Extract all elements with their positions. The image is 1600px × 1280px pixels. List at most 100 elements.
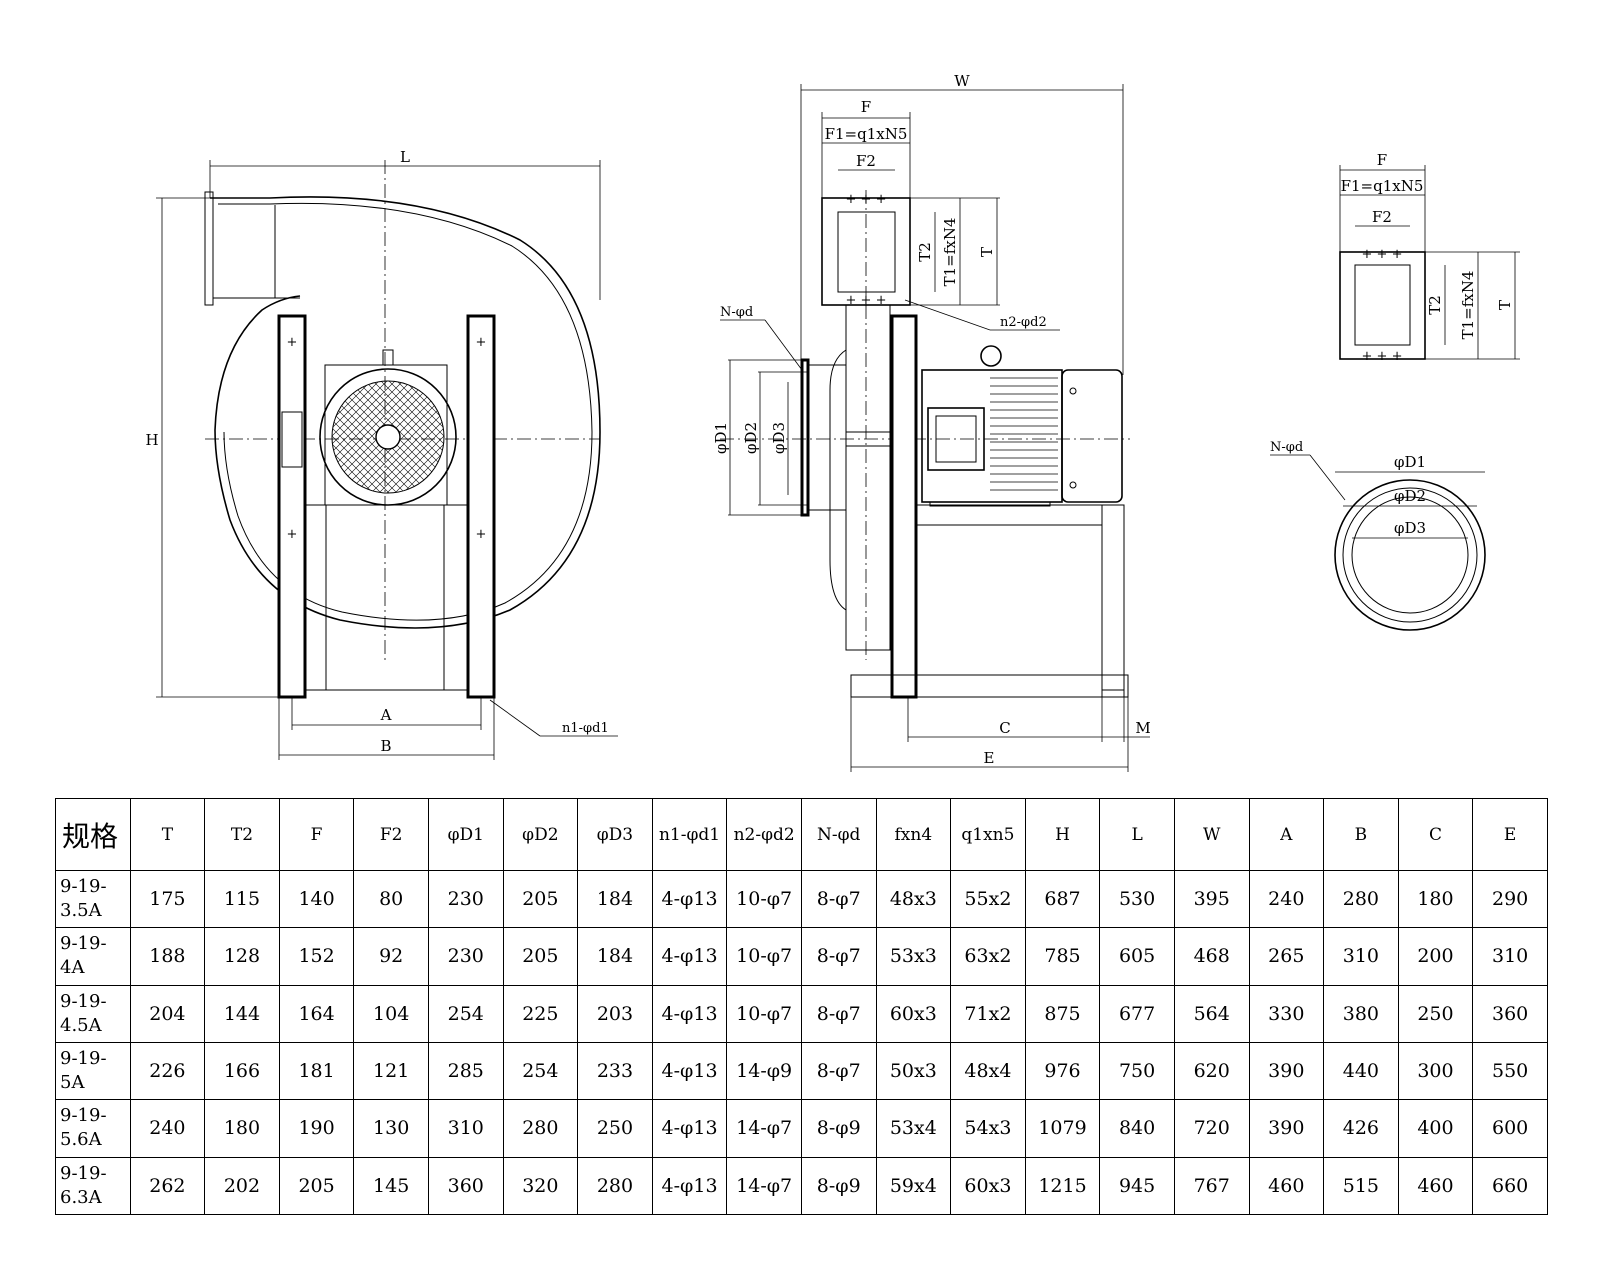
model-line-2: 5A bbox=[60, 1072, 85, 1094]
table-cell: 605 bbox=[1099, 927, 1175, 986]
table-cell: 310 bbox=[1472, 927, 1548, 986]
table-cell: 226 bbox=[129, 1041, 206, 1101]
model-cell: 9-19-6.3A bbox=[55, 1156, 131, 1216]
model-line-1: 9-19- bbox=[60, 1048, 107, 1070]
model-line-2: 4A bbox=[60, 957, 85, 979]
table-header-cell: N-φd bbox=[800, 798, 877, 871]
table-cell: 262 bbox=[129, 1156, 206, 1216]
model-line-1: 9-19- bbox=[60, 933, 107, 955]
table-cell: 10-φ7 bbox=[726, 869, 802, 929]
table-cell: 188 bbox=[129, 927, 206, 986]
table-cell: 687 bbox=[1024, 869, 1101, 929]
svg-text:+ + +: + + + bbox=[1362, 247, 1403, 262]
table-cell: 1215 bbox=[1024, 1156, 1101, 1216]
table-cell: 875 bbox=[1024, 984, 1101, 1043]
table-cell: 4-φ13 bbox=[651, 1041, 728, 1101]
detail-D1-label: φD1 bbox=[1394, 453, 1426, 471]
table-header-cell: φD2 bbox=[502, 798, 579, 871]
table-header-cell: φD1 bbox=[427, 798, 504, 871]
svg-text:+: + bbox=[287, 335, 298, 350]
table-cell: 840 bbox=[1099, 1099, 1175, 1158]
model-line-1: 9-19- bbox=[60, 990, 107, 1012]
table-cell: 53x3 bbox=[875, 927, 952, 986]
svg-text:+ + +: + + + bbox=[1362, 349, 1403, 364]
table-cell: 92 bbox=[353, 927, 429, 986]
table-cell: 426 bbox=[1323, 1099, 1399, 1158]
table-cell: 184 bbox=[577, 869, 653, 929]
table-cell: 250 bbox=[1397, 984, 1474, 1043]
table-cell: 400 bbox=[1397, 1099, 1474, 1158]
table-cell: 4-φ13 bbox=[651, 984, 728, 1043]
model-line-1: 9-19- bbox=[60, 1105, 107, 1127]
table-header-cell: F2 bbox=[353, 798, 429, 871]
table-cell: 620 bbox=[1173, 1041, 1250, 1101]
table-cell: 767 bbox=[1173, 1156, 1250, 1216]
table-cell: 330 bbox=[1248, 984, 1325, 1043]
table-cell: 750 bbox=[1099, 1041, 1175, 1101]
table-cell: 320 bbox=[502, 1156, 579, 1216]
table-cell: 310 bbox=[1323, 927, 1399, 986]
dim-F1-label: F1=q1xN5 bbox=[825, 125, 908, 143]
table-cell: 144 bbox=[204, 984, 280, 1043]
table-header-cell: T bbox=[129, 798, 206, 871]
table-cell: 14-φ7 bbox=[726, 1099, 802, 1158]
model-cell: 9-19-4.5A bbox=[55, 984, 131, 1043]
table-cell: 175 bbox=[129, 869, 206, 929]
table-cell: 460 bbox=[1248, 1156, 1325, 1216]
detail-T1-label: T1=fxN4 bbox=[1459, 271, 1477, 340]
table-cell: 240 bbox=[1248, 869, 1325, 929]
detail-F-label: F bbox=[1377, 151, 1387, 169]
svg-text:+: + bbox=[287, 527, 298, 542]
table-cell: 54x3 bbox=[950, 1099, 1026, 1158]
detail-F2-label: F2 bbox=[1372, 208, 1392, 226]
table-cell: 10-φ7 bbox=[726, 927, 802, 986]
table-header-cell: fxn4 bbox=[875, 798, 952, 871]
table-cell: 1079 bbox=[1024, 1099, 1101, 1158]
dim-n1-label: n1-φd1 bbox=[562, 721, 609, 736]
table-cell: 164 bbox=[278, 984, 355, 1043]
table-cell: 564 bbox=[1173, 984, 1250, 1043]
table-cell: 200 bbox=[1397, 927, 1474, 986]
table-header-cell: A bbox=[1248, 798, 1325, 871]
table-cell: 280 bbox=[577, 1156, 653, 1216]
table-cell: 50x3 bbox=[875, 1041, 952, 1101]
table-header-cell: T2 bbox=[204, 798, 280, 871]
table-cell: 600 bbox=[1472, 1099, 1548, 1158]
table-cell: 205 bbox=[502, 927, 579, 986]
table-cell: 60x3 bbox=[875, 984, 952, 1043]
table-cell: 8-φ7 bbox=[800, 927, 877, 986]
table-cell: 550 bbox=[1472, 1041, 1548, 1101]
svg-text:+: + bbox=[476, 527, 487, 542]
table-cell: 945 bbox=[1099, 1156, 1175, 1216]
table-cell: 128 bbox=[204, 927, 280, 986]
table-cell: 63x2 bbox=[950, 927, 1026, 986]
table-header-cell: φD3 bbox=[577, 798, 653, 871]
table-cell: 300 bbox=[1397, 1041, 1474, 1101]
front-view: + + + + L H A B n1-φd1 bbox=[145, 148, 618, 760]
dim-T1-label: T1=fxN4 bbox=[941, 218, 959, 287]
table-cell: 115 bbox=[204, 869, 280, 929]
detail-Nd-label: N-φd bbox=[1270, 440, 1303, 455]
table-cell: 460 bbox=[1397, 1156, 1474, 1216]
dim-D2-label: φD2 bbox=[742, 422, 760, 454]
model-line-2: 4.5A bbox=[60, 1014, 102, 1036]
table-cell: 360 bbox=[427, 1156, 504, 1216]
table-cell: 360 bbox=[1472, 984, 1548, 1043]
table-cell: 4-φ13 bbox=[651, 927, 728, 986]
dim-F2-label: F2 bbox=[856, 152, 876, 170]
table-cell: 280 bbox=[502, 1099, 579, 1158]
dim-C-label: C bbox=[999, 719, 1010, 737]
dim-H-label: H bbox=[145, 431, 158, 449]
table-header-cell: F bbox=[278, 798, 355, 871]
table-cell: 53x4 bbox=[875, 1099, 952, 1158]
model-line-2: 3.5A bbox=[60, 900, 102, 922]
table-cell: 976 bbox=[1024, 1041, 1101, 1101]
table-cell: 515 bbox=[1323, 1156, 1399, 1216]
table-cell: 390 bbox=[1248, 1041, 1325, 1101]
table-cell: 71x2 bbox=[950, 984, 1026, 1043]
side-view: W F F1=q1xN5 F2 + + + + + + T2 T1=fxN4 T… bbox=[712, 72, 1151, 772]
